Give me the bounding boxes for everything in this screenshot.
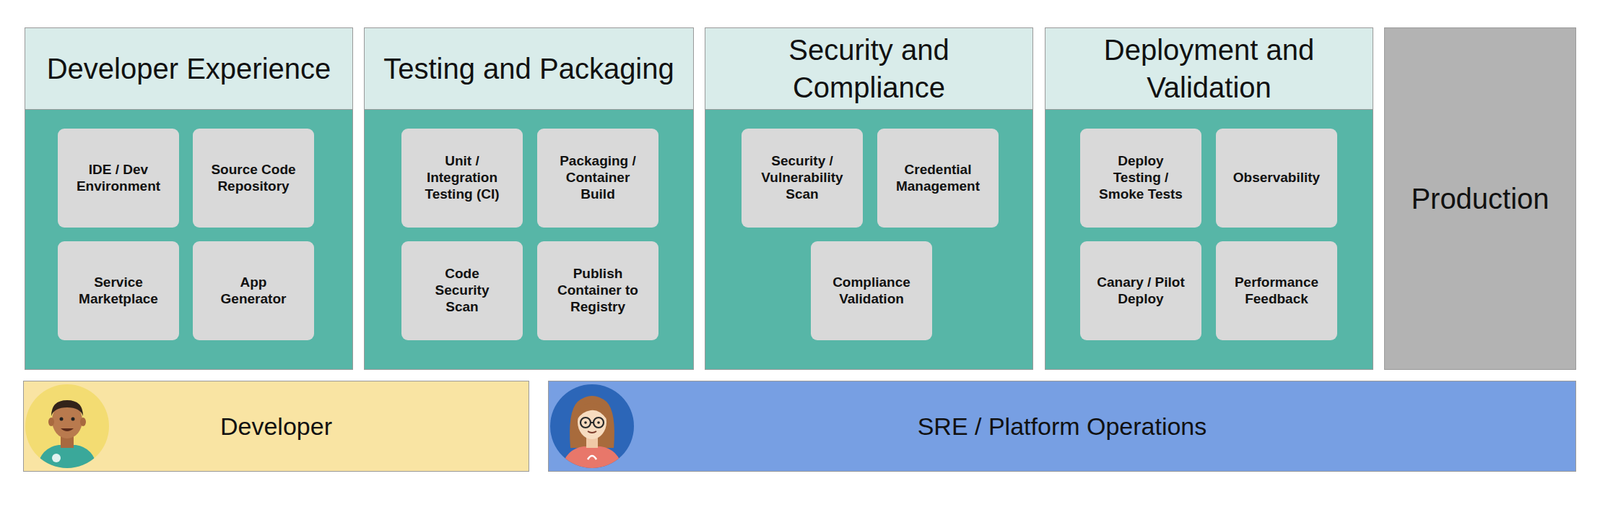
step-label: Observability (1233, 169, 1320, 187)
panel-title: Security and Compliance (712, 31, 1026, 107)
step-box: Packaging / Container Build (537, 128, 659, 228)
step-label: Service Marketplace (73, 274, 164, 308)
panel-header: Security and Compliance (705, 28, 1033, 110)
step-label: Compliance Validation (826, 274, 917, 308)
step-label: App Generator (208, 274, 299, 308)
panel-title: Developer Experience (46, 49, 332, 88)
step-label: Canary / Pilot Deploy (1096, 274, 1186, 308)
stage-panel: Developer ExperienceIDE / Dev Environmen… (24, 27, 354, 370)
panel-header: Deployment and Validation (1045, 28, 1373, 110)
step-label: Unit / Integration Testing (CI) (417, 153, 507, 203)
step-box: Canary / Pilot Deploy (1080, 241, 1202, 341)
step-label: Source Code Repository (208, 161, 299, 195)
role-label: Production (1410, 182, 1549, 216)
role-label: SRE / Platform Operations (917, 412, 1208, 441)
step-box: Compliance Validation (810, 241, 933, 341)
step-box: App Generator (192, 241, 315, 341)
stage-panel: Security and ComplianceSecurity / Vulner… (704, 27, 1034, 370)
stage-panel: Deployment and ValidationDeploy Testing … (1044, 27, 1374, 370)
sre-avatar (548, 382, 636, 470)
step-box: Security / Vulnerability Scan (741, 128, 863, 228)
panel-header: Testing and Packaging (364, 28, 694, 110)
step-label: Deploy Testing / Smoke Tests (1096, 153, 1186, 203)
panel-title: Testing and Packaging (383, 49, 675, 88)
role-label: Developer (220, 412, 333, 441)
step-box: Code Security Scan (401, 241, 523, 341)
role-bar: SRE / Platform Operations (548, 380, 1577, 472)
production-panel: Production (1384, 27, 1577, 370)
step-label: Security / Vulnerability Scan (757, 153, 847, 203)
role-bar: Developer (23, 380, 530, 472)
panel-header: Developer Experience (25, 28, 353, 110)
step-label: Performance Feedback (1231, 274, 1322, 308)
step-box: Service Marketplace (57, 241, 180, 341)
step-box: Observability (1215, 128, 1338, 228)
stage-panel: Testing and PackagingUnit / Integration … (363, 27, 694, 370)
step-label: Credential Management (893, 161, 983, 195)
developer-avatar (23, 382, 111, 470)
step-box: Credential Management (877, 128, 999, 228)
step-box: Deploy Testing / Smoke Tests (1080, 128, 1202, 228)
step-box: Unit / Integration Testing (CI) (401, 128, 523, 228)
step-box: Source Code Repository (192, 128, 315, 228)
step-box: IDE / Dev Environment (57, 128, 180, 228)
step-label: IDE / Dev Environment (73, 161, 164, 195)
step-label: Packaging / Container Build (553, 153, 643, 203)
step-box: Publish Container to Registry (537, 241, 659, 341)
step-label: Code Security Scan (417, 265, 507, 315)
panel-title: Deployment and Validation (1052, 31, 1366, 107)
step-box: Performance Feedback (1215, 241, 1338, 341)
step-label: Publish Container to Registry (553, 265, 643, 315)
